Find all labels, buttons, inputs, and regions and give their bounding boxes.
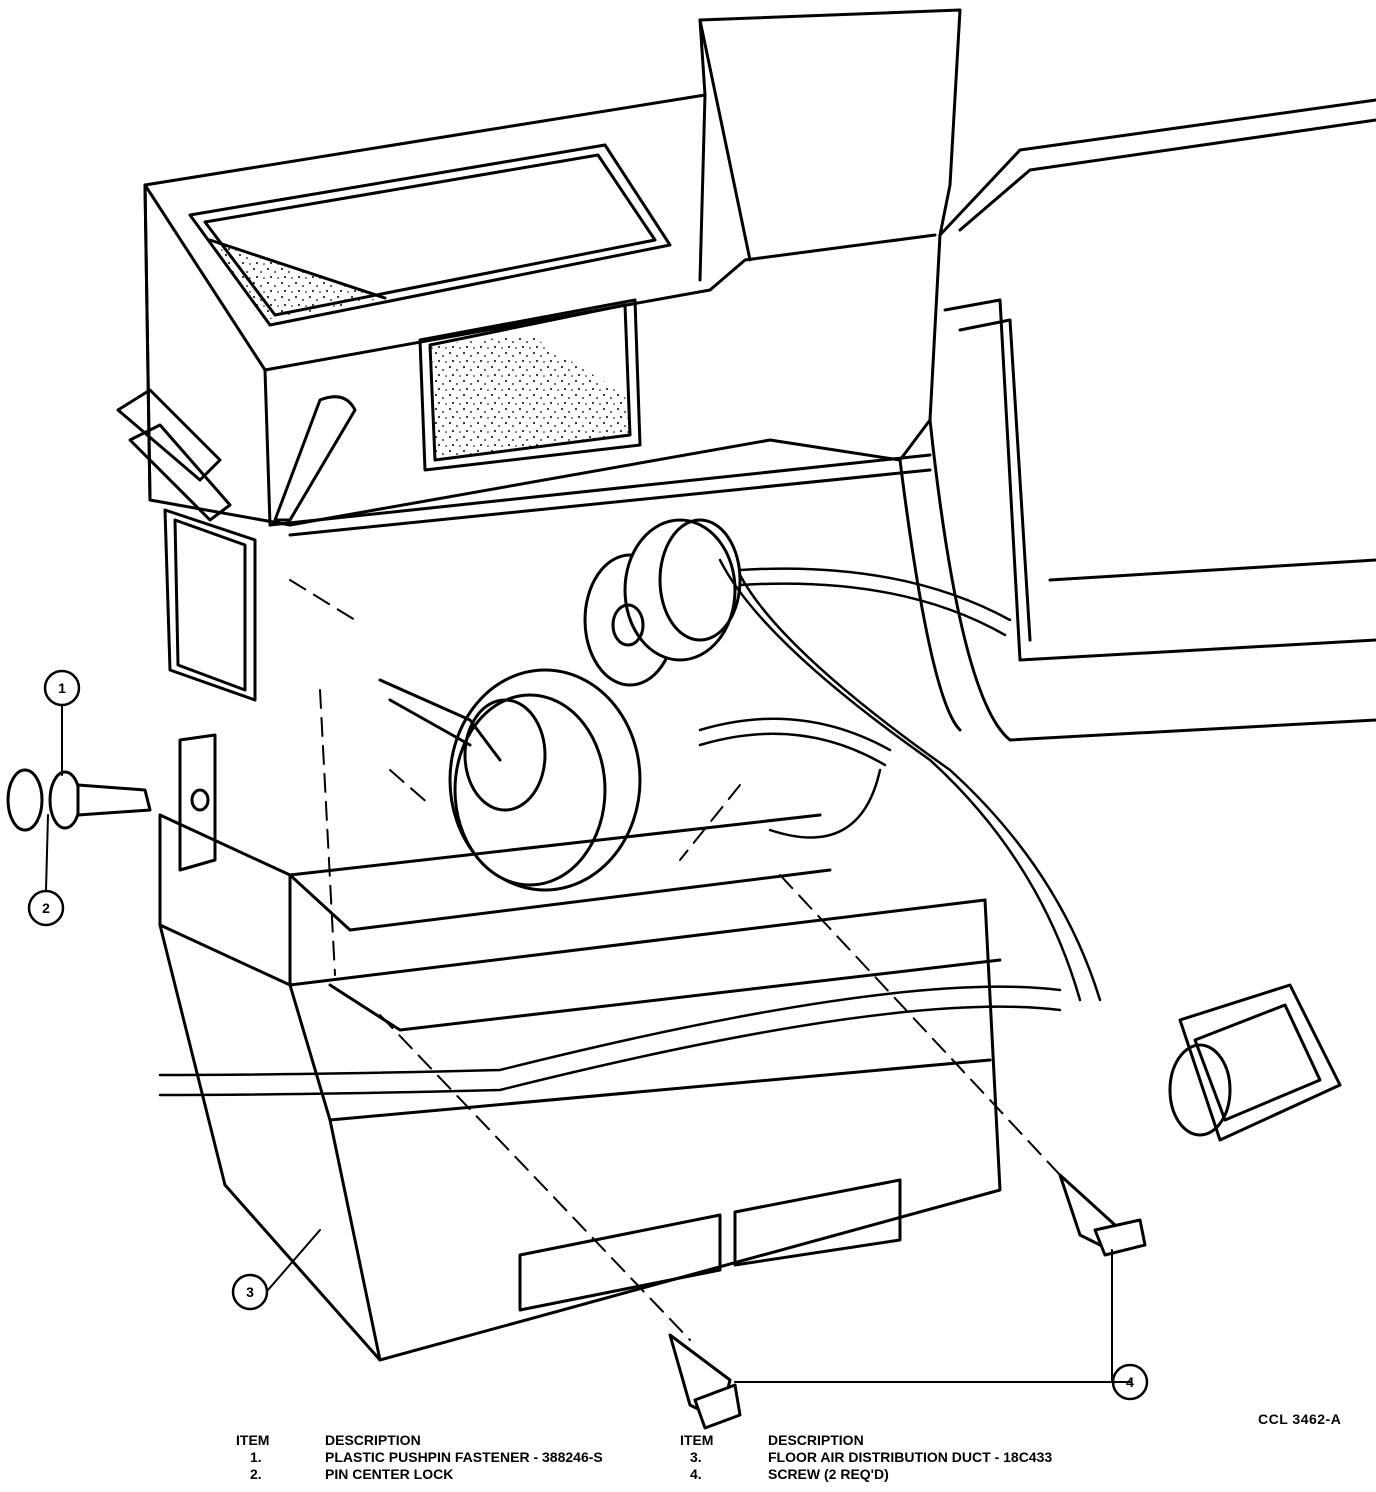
- callout-4-label: 4: [1126, 1374, 1134, 1390]
- callout-2-label: 2: [42, 900, 50, 916]
- legend-item-4-description: SCREW (2 REQ'D): [768, 1466, 889, 1482]
- screw-right: [1058, 1173, 1147, 1257]
- legend-item-2-number: 2.: [250, 1466, 262, 1482]
- vacuum-motor-upper: [583, 518, 742, 687]
- left-mounting-bracket: [116, 388, 357, 522]
- floor-air-distribution-duct: [158, 733, 1002, 1362]
- callout-3-label: 3: [246, 1284, 254, 1300]
- legend-item-1-number: 1.: [250, 1449, 262, 1465]
- legend-right-item-column: ITEM 3. 4.: [680, 1432, 740, 1483]
- callout-1-circle: [43, 669, 81, 707]
- plastic-pushpin-fastener: [6, 768, 210, 832]
- callout-2-circle: [27, 889, 65, 927]
- legend-item-3-number: 3.: [690, 1449, 702, 1465]
- vacuum-hoses: [158, 558, 1102, 1097]
- legend-left-description-header: DESCRIPTION: [325, 1432, 421, 1448]
- screw-lower-left: [668, 1333, 742, 1430]
- vacuum-motor-lower: [378, 668, 642, 892]
- right-duct-section: [898, 98, 1376, 742]
- legend-item-4-number: 4.: [690, 1466, 702, 1482]
- heater-plenum-housing: [143, 8, 962, 702]
- vacuum-harness-connector: [1168, 983, 1342, 1142]
- legend-right-item-header: ITEM: [680, 1432, 714, 1448]
- legend-right-description-column: DESCRIPTION FLOOR AIR DISTRIBUTION DUCT …: [768, 1432, 1052, 1483]
- legend-item-1-description: PLASTIC PUSHPIN FASTENER - 388246-S: [325, 1449, 603, 1465]
- legend-item-3-description: FLOOR AIR DISTRIBUTION DUCT - 18C433: [768, 1449, 1053, 1465]
- drawing-code: CCL 3462-A: [1258, 1411, 1342, 1427]
- legend-left-description-column: DESCRIPTION PLASTIC PUSHPIN FASTENER - 3…: [325, 1432, 603, 1483]
- legend-item-2-description: PIN CENTER LOCK: [325, 1466, 454, 1482]
- legend-left-item-column: ITEM 1. 2.: [236, 1432, 296, 1483]
- legend-right-description-header: DESCRIPTION: [768, 1432, 864, 1448]
- legend-left-item-header: ITEM: [236, 1432, 270, 1448]
- callout-3-circle: [231, 1273, 269, 1311]
- callout-1-label: 1: [58, 680, 66, 696]
- callout-4-circle: [1111, 1363, 1149, 1401]
- alignment-lines: [289, 579, 1061, 1341]
